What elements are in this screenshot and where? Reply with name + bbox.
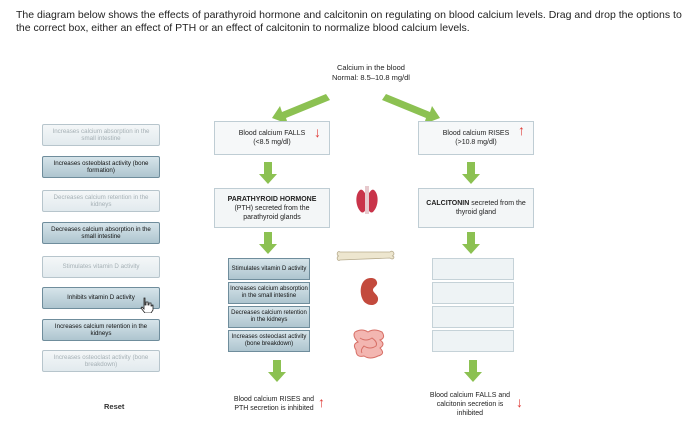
option-decrease-absorption[interactable]: Decreases calcium absorption in the smal…: [42, 222, 160, 244]
arrow-to-falls: [272, 94, 330, 124]
thyroid-icon: [356, 186, 378, 214]
pth-result-box: Blood calcium RISES and PTH secretion is…: [226, 386, 322, 422]
calcitonin-result-box: Blood calcium FALLS and calcitonin secre…: [424, 386, 516, 422]
pth-hormone-name: PARATHYROID HORMONE: [227, 195, 317, 203]
arrow-cal-1: [462, 162, 480, 184]
arrow-pth-2: [259, 232, 277, 254]
hand-cursor-icon: [140, 297, 154, 313]
pth-drop-4[interactable]: Increases osteoclast activity (bone brea…: [228, 330, 310, 352]
arrow-cal-3: [464, 360, 482, 382]
pth-drop-1[interactable]: Stimulates vitamin D activity: [228, 258, 310, 280]
calcitonin-drop-1[interactable]: [432, 258, 514, 280]
falls-down-arrow-icon-2: ↓: [516, 394, 523, 410]
rises-title: Blood calcium RISES: [442, 130, 510, 137]
option-increase-retention[interactable]: Increases calcium retention in the kidne…: [42, 319, 160, 341]
falls-down-arrow-icon: ↓: [314, 124, 321, 140]
calcitonin-drop-2[interactable]: [432, 282, 514, 304]
calcitonin-drop-4[interactable]: [432, 330, 514, 352]
option-increase-absorption[interactable]: Increases calcium absorption in the smal…: [42, 124, 160, 146]
rises-up-arrow-icon: ↑: [318, 394, 325, 410]
pth-falls-box: Blood calcium FALLS (<8.5 mg/dl): [214, 121, 330, 155]
arrow-to-rises: [382, 94, 440, 124]
rises-value: (>10.8 mg/dl): [455, 139, 497, 146]
calcitonin-name: CALCITONIN: [426, 200, 470, 207]
falls-title: Blood calcium FALLS: [238, 130, 306, 137]
falls-value: (<8.5 mg/dl): [253, 139, 291, 146]
calcium-normal-range: Normal: 8.5–10.8 mg/dl: [332, 73, 410, 82]
calcitonin-text: secreted from the thyroid gland: [455, 200, 526, 216]
arrow-cal-2: [462, 232, 480, 254]
pth-drop-3[interactable]: Decreases calcium retention in the kidne…: [228, 306, 310, 328]
arrow-pth-1: [259, 162, 277, 184]
option-stimulate-vitamin-d[interactable]: Stimulates vitamin D activity: [42, 256, 160, 278]
kidney-icon: [360, 278, 379, 306]
reset-button[interactable]: Reset: [104, 402, 125, 411]
option-increase-osteoclast[interactable]: Increases osteoclast activity (bone brea…: [42, 350, 160, 372]
calcitonin-result-text: Blood calcium FALLS and calcitonin secre…: [429, 391, 511, 417]
bone-icon: [336, 250, 395, 261]
instructions: The diagram below shows the effects of p…: [16, 9, 682, 34]
pth-hormone-text: (PTH) secreted from the parathyroid glan…: [234, 204, 310, 221]
arrow-pth-3: [268, 360, 286, 382]
calcitonin-rises-box: Blood calcium RISES (>10.8 mg/dl): [418, 121, 534, 155]
calcium-title: Calcium in the blood: [337, 63, 405, 72]
pth-result-text: Blood calcium RISES and PTH secretion is…: [233, 396, 315, 412]
intestine-icon: [353, 329, 385, 359]
pth-hormone-box: PARATHYROID HORMONE (PTH) secreted from …: [214, 188, 330, 228]
option-increase-osteoblast[interactable]: Increases osteoblast activity (bone form…: [42, 156, 160, 178]
rises-up-arrow-icon-2: ↑: [518, 122, 525, 138]
calcitonin-hormone-box: CALCITONIN secreted from the thyroid gla…: [418, 188, 534, 228]
option-decrease-retention[interactable]: Decreases calcium retention in the kidne…: [42, 190, 160, 212]
calcitonin-drop-3[interactable]: [432, 306, 514, 328]
calcium-normal-label: Calcium in the blood Normal: 8.5–10.8 mg…: [316, 63, 426, 83]
option-inhibit-vitamin-d[interactable]: Inhibits vitamin D activity: [42, 287, 160, 309]
pth-drop-2[interactable]: Increases calcium absorption in the smal…: [228, 282, 310, 304]
